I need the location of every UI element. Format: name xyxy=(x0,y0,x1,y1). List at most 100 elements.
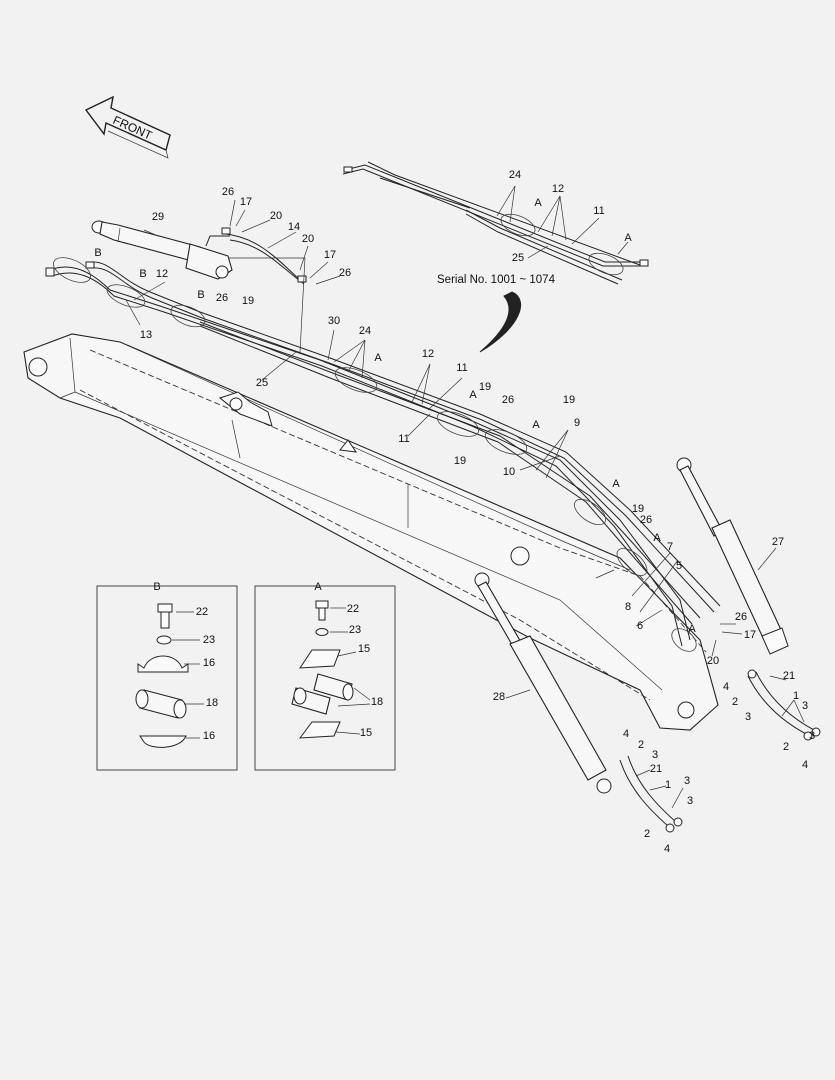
upper-pipe-set xyxy=(342,161,649,285)
callout-c4b: 4 xyxy=(802,759,808,771)
clamp-15-lower-icon xyxy=(298,721,341,739)
callout-c21b: 21 xyxy=(650,763,662,775)
callout-c17c: 17 xyxy=(744,629,756,641)
boom-pipes xyxy=(45,257,743,657)
callout-c2b: 2 xyxy=(783,741,789,753)
callout-c5: 5 xyxy=(676,560,682,572)
callout-c23a: 23 xyxy=(349,624,361,636)
bolt-22-icon xyxy=(157,603,173,629)
callout-c27: 27 xyxy=(772,536,784,548)
boom-cylinder-29 xyxy=(91,220,233,280)
callout-c12a: 12 xyxy=(156,268,168,280)
callout-c26f: 26 xyxy=(735,611,747,623)
callout-c7: 7 xyxy=(667,541,673,553)
callout-c12c: 12 xyxy=(552,183,564,195)
inset-detail-b: B xyxy=(96,581,238,771)
callout-c2c: 2 xyxy=(638,739,644,751)
callout-c26b: 26 xyxy=(339,267,351,279)
callout-c16b: 16 xyxy=(203,730,215,742)
callout-cA1: A xyxy=(374,352,382,364)
callout-c26e: 26 xyxy=(640,514,652,526)
inset-detail-a: A xyxy=(254,581,396,771)
callout-c11a: 11 xyxy=(456,362,467,374)
callout-c9: 9 xyxy=(574,417,580,429)
clamp-16-lower-icon xyxy=(139,735,187,748)
callout-c20b: 20 xyxy=(302,233,314,245)
callout-c24a: 24 xyxy=(359,325,371,337)
callout-c8: 8 xyxy=(625,601,631,613)
callout-c13: 13 xyxy=(140,329,152,341)
bushing-18-icon xyxy=(135,689,187,719)
callout-c30: 30 xyxy=(328,315,340,327)
callout-c3d: 3 xyxy=(652,749,658,761)
callout-cA7: A xyxy=(653,532,661,544)
callout-c17b: 17 xyxy=(324,249,336,261)
inset-a-title: A xyxy=(314,581,322,593)
callout-cA5: A xyxy=(624,232,632,244)
callout-c22a: 22 xyxy=(347,603,359,615)
arm-cylinder-28 xyxy=(474,572,612,794)
clamp-15-upper-icon xyxy=(299,649,341,669)
front-arrow-icon: FRONT xyxy=(84,95,171,159)
callout-c3a: 3 xyxy=(802,700,808,712)
callout-c3b: 3 xyxy=(745,711,751,723)
callout-c14: 14 xyxy=(288,221,300,233)
lower-hoses-right xyxy=(747,669,821,741)
bolt-22-icon xyxy=(315,600,329,621)
clamp-16-upper-icon xyxy=(137,655,189,673)
callout-c25b: 25 xyxy=(512,252,524,264)
callout-c20c: 20 xyxy=(707,655,719,667)
callout-cB3: B xyxy=(197,289,204,301)
callout-c4a: 4 xyxy=(723,681,729,693)
callout-c23b: 23 xyxy=(203,634,215,646)
callout-c6: 6 xyxy=(637,620,643,632)
cylinder-hoses-14 xyxy=(205,199,341,285)
callout-c26a: 26 xyxy=(222,186,234,198)
lower-hoses-left xyxy=(619,755,684,833)
callout-c3e: 3 xyxy=(684,775,690,787)
callout-c19e: 19 xyxy=(632,503,644,515)
bushing-18-icon xyxy=(291,673,354,715)
callout-c18b: 18 xyxy=(206,697,218,709)
callout-c16a: 16 xyxy=(203,657,215,669)
callout-c19c: 19 xyxy=(563,394,575,406)
callout-c24b: 24 xyxy=(509,169,521,181)
callout-c25a: 25 xyxy=(256,377,268,389)
callout-c26d: 26 xyxy=(502,394,514,406)
callout-c10: 10 xyxy=(503,466,515,478)
callout-c19b: 19 xyxy=(479,381,491,393)
serial-number-note: Serial No. 1001 ~ 1074 xyxy=(437,274,556,353)
washer-23-icon xyxy=(156,635,172,645)
callout-c2a: 2 xyxy=(732,696,738,708)
callout-c12b: 12 xyxy=(422,348,434,360)
callout-c1b: 1 xyxy=(665,779,671,791)
callout-c15b: 15 xyxy=(360,727,372,739)
washer-23-icon xyxy=(315,628,329,636)
inset-b-title: B xyxy=(153,581,160,593)
serial-pointer-icon xyxy=(479,291,522,353)
callout-cA3: A xyxy=(532,419,540,431)
callout-c20a: 20 xyxy=(270,210,282,222)
callout-cB1: B xyxy=(94,247,101,259)
callout-c3c: 3 xyxy=(809,730,815,742)
callout-cA6: A xyxy=(612,478,620,490)
callout-c18a: 18 xyxy=(371,696,383,708)
callout-c4d: 4 xyxy=(664,843,670,855)
callout-cA2: A xyxy=(469,389,477,401)
callout-c22b: 22 xyxy=(196,606,208,618)
callout-c3f: 3 xyxy=(687,795,693,807)
callout-c11c: 11 xyxy=(593,205,604,217)
callout-c21a: 21 xyxy=(783,670,795,682)
callout-c11b: 11 xyxy=(398,433,409,445)
serial-number-label: Serial No. 1001 ~ 1074 xyxy=(437,274,556,286)
arm-cylinder-27 xyxy=(676,457,789,655)
callout-c29: 29 xyxy=(152,211,164,223)
callout-c19d: 19 xyxy=(454,455,466,467)
callout-c28: 28 xyxy=(493,691,505,703)
callout-c26c: 26 xyxy=(216,292,228,304)
callout-c2d: 2 xyxy=(644,828,650,840)
callout-c17a: 17 xyxy=(240,196,252,208)
callout-cA4: A xyxy=(534,197,542,209)
